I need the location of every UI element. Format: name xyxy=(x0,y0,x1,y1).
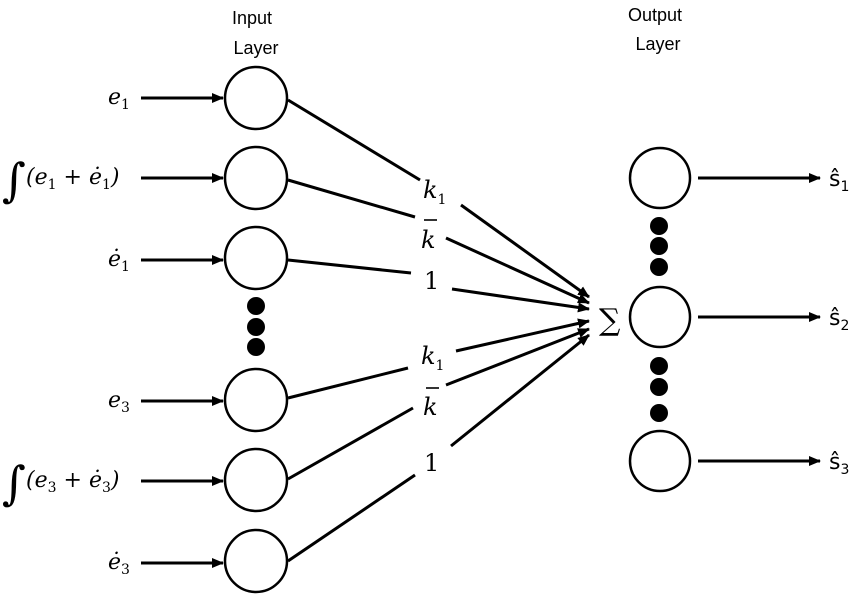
connection-5b xyxy=(445,327,590,387)
output-layer xyxy=(628,146,692,493)
connection-4b xyxy=(455,318,590,353)
input-label-4: e3 xyxy=(108,388,130,416)
connection-6a xyxy=(287,473,416,563)
connection-5a xyxy=(287,406,414,481)
connection-1b xyxy=(460,203,590,299)
ellipsis-dot xyxy=(650,217,668,235)
input-neuron-6 xyxy=(223,528,289,594)
ellipsis-dot xyxy=(650,258,668,276)
connection-4a xyxy=(287,366,409,400)
input-label-1: e1 xyxy=(108,85,130,113)
weight-labels: k1 k 1 k1 k 1 xyxy=(421,176,446,477)
output-neuron-2 xyxy=(628,285,692,349)
connection-3a xyxy=(287,258,412,275)
weight-label-2: k xyxy=(421,226,436,254)
output-labels: ŝ1 ŝ2 ŝ3 xyxy=(829,167,849,478)
connection-2b xyxy=(445,236,590,305)
output-layer-title-line1: Output xyxy=(628,5,682,25)
weighted-connections xyxy=(287,98,590,563)
weight-label-1: k1 xyxy=(423,176,446,208)
input-neuron-4 xyxy=(223,367,289,433)
ellipsis-dot xyxy=(650,378,668,396)
integral-sign-1: ∫ xyxy=(2,153,26,207)
ellipsis-dot xyxy=(247,338,265,356)
connection-3b xyxy=(451,287,590,313)
summation-symbol: ∑ xyxy=(599,303,621,338)
input-layer-title-line1: Input xyxy=(232,8,272,28)
input-label-3: ė1 xyxy=(108,247,130,275)
output-label-3: ŝ3 xyxy=(829,450,849,478)
integral-sign-2: ∫ xyxy=(2,456,26,510)
input-label-2: (e1 + ė1) xyxy=(26,165,120,193)
input-neuron-5 xyxy=(223,447,289,513)
input-neuron-3 xyxy=(223,225,289,291)
ellipsis-dot xyxy=(247,297,265,315)
input-neuron-2 xyxy=(223,145,289,211)
connection-6b xyxy=(450,333,590,448)
ellipsis-dot xyxy=(650,237,668,255)
input-layer xyxy=(223,65,289,594)
input-labels: e1 ∫ (e1 + ė1) ė1 e3 ∫ (e3 + ė3) ė3 xyxy=(2,85,130,578)
ellipsis-dot xyxy=(650,404,668,422)
connection-2a xyxy=(287,178,416,219)
weight-label-4: k1 xyxy=(421,342,444,374)
output-label-2: ŝ2 xyxy=(829,306,849,334)
output-neuron-3 xyxy=(628,429,692,493)
ellipsis-dot xyxy=(650,357,668,375)
weight-label-5: k xyxy=(423,393,438,421)
input-arrows xyxy=(141,93,224,568)
ellipsis-dot xyxy=(247,318,265,336)
output-layer-title-line2: Layer xyxy=(635,34,680,54)
output-arrows xyxy=(698,173,821,466)
weight-label-3: 1 xyxy=(424,267,439,295)
input-label-6: ė3 xyxy=(108,550,130,578)
input-layer-title-line2: Layer xyxy=(233,38,278,58)
input-label-5: (e3 + ė3) xyxy=(26,468,120,496)
output-neuron-1 xyxy=(628,146,692,210)
weight-label-6: 1 xyxy=(424,449,439,477)
input-neuron-1 xyxy=(223,65,289,131)
output-label-1: ŝ1 xyxy=(829,167,849,195)
connection-1a xyxy=(287,98,421,182)
